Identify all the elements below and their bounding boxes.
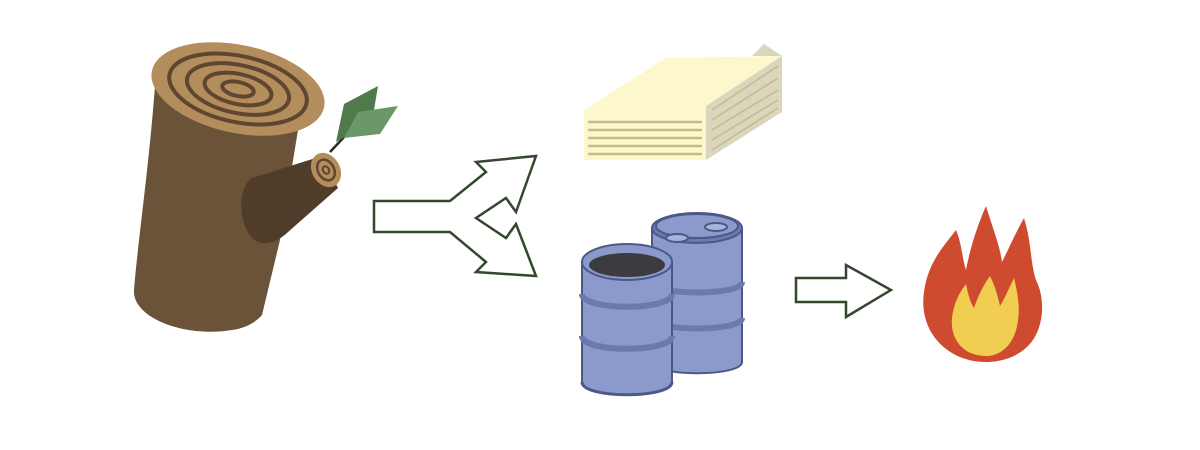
oil-barrels-icon (579, 212, 745, 397)
fire-icon (923, 206, 1043, 362)
paper-top (584, 56, 782, 110)
paper-stack-icon (584, 44, 782, 160)
paper-side (706, 56, 782, 160)
paper-lines (588, 120, 702, 156)
barrel-cap (665, 233, 689, 243)
branch-ring-inner (321, 165, 331, 175)
log-branch (241, 156, 338, 244)
barrel-cap (704, 222, 728, 232)
paper-edge-lines (711, 65, 779, 151)
wood-log-icon (133, 42, 398, 332)
barrel-oil (589, 253, 665, 277)
twig (329, 135, 346, 153)
log-trunk (133, 71, 298, 332)
tree-rings (167, 51, 309, 127)
right-arrow (794, 262, 894, 320)
branch-ring (315, 158, 337, 182)
leaf-front (344, 106, 398, 138)
split-arrow (372, 154, 538, 278)
flame-inner (951, 276, 1019, 356)
paper-front (584, 106, 706, 160)
paper-corner (752, 44, 782, 56)
log-top (151, 42, 325, 136)
barrel-front (579, 243, 675, 397)
